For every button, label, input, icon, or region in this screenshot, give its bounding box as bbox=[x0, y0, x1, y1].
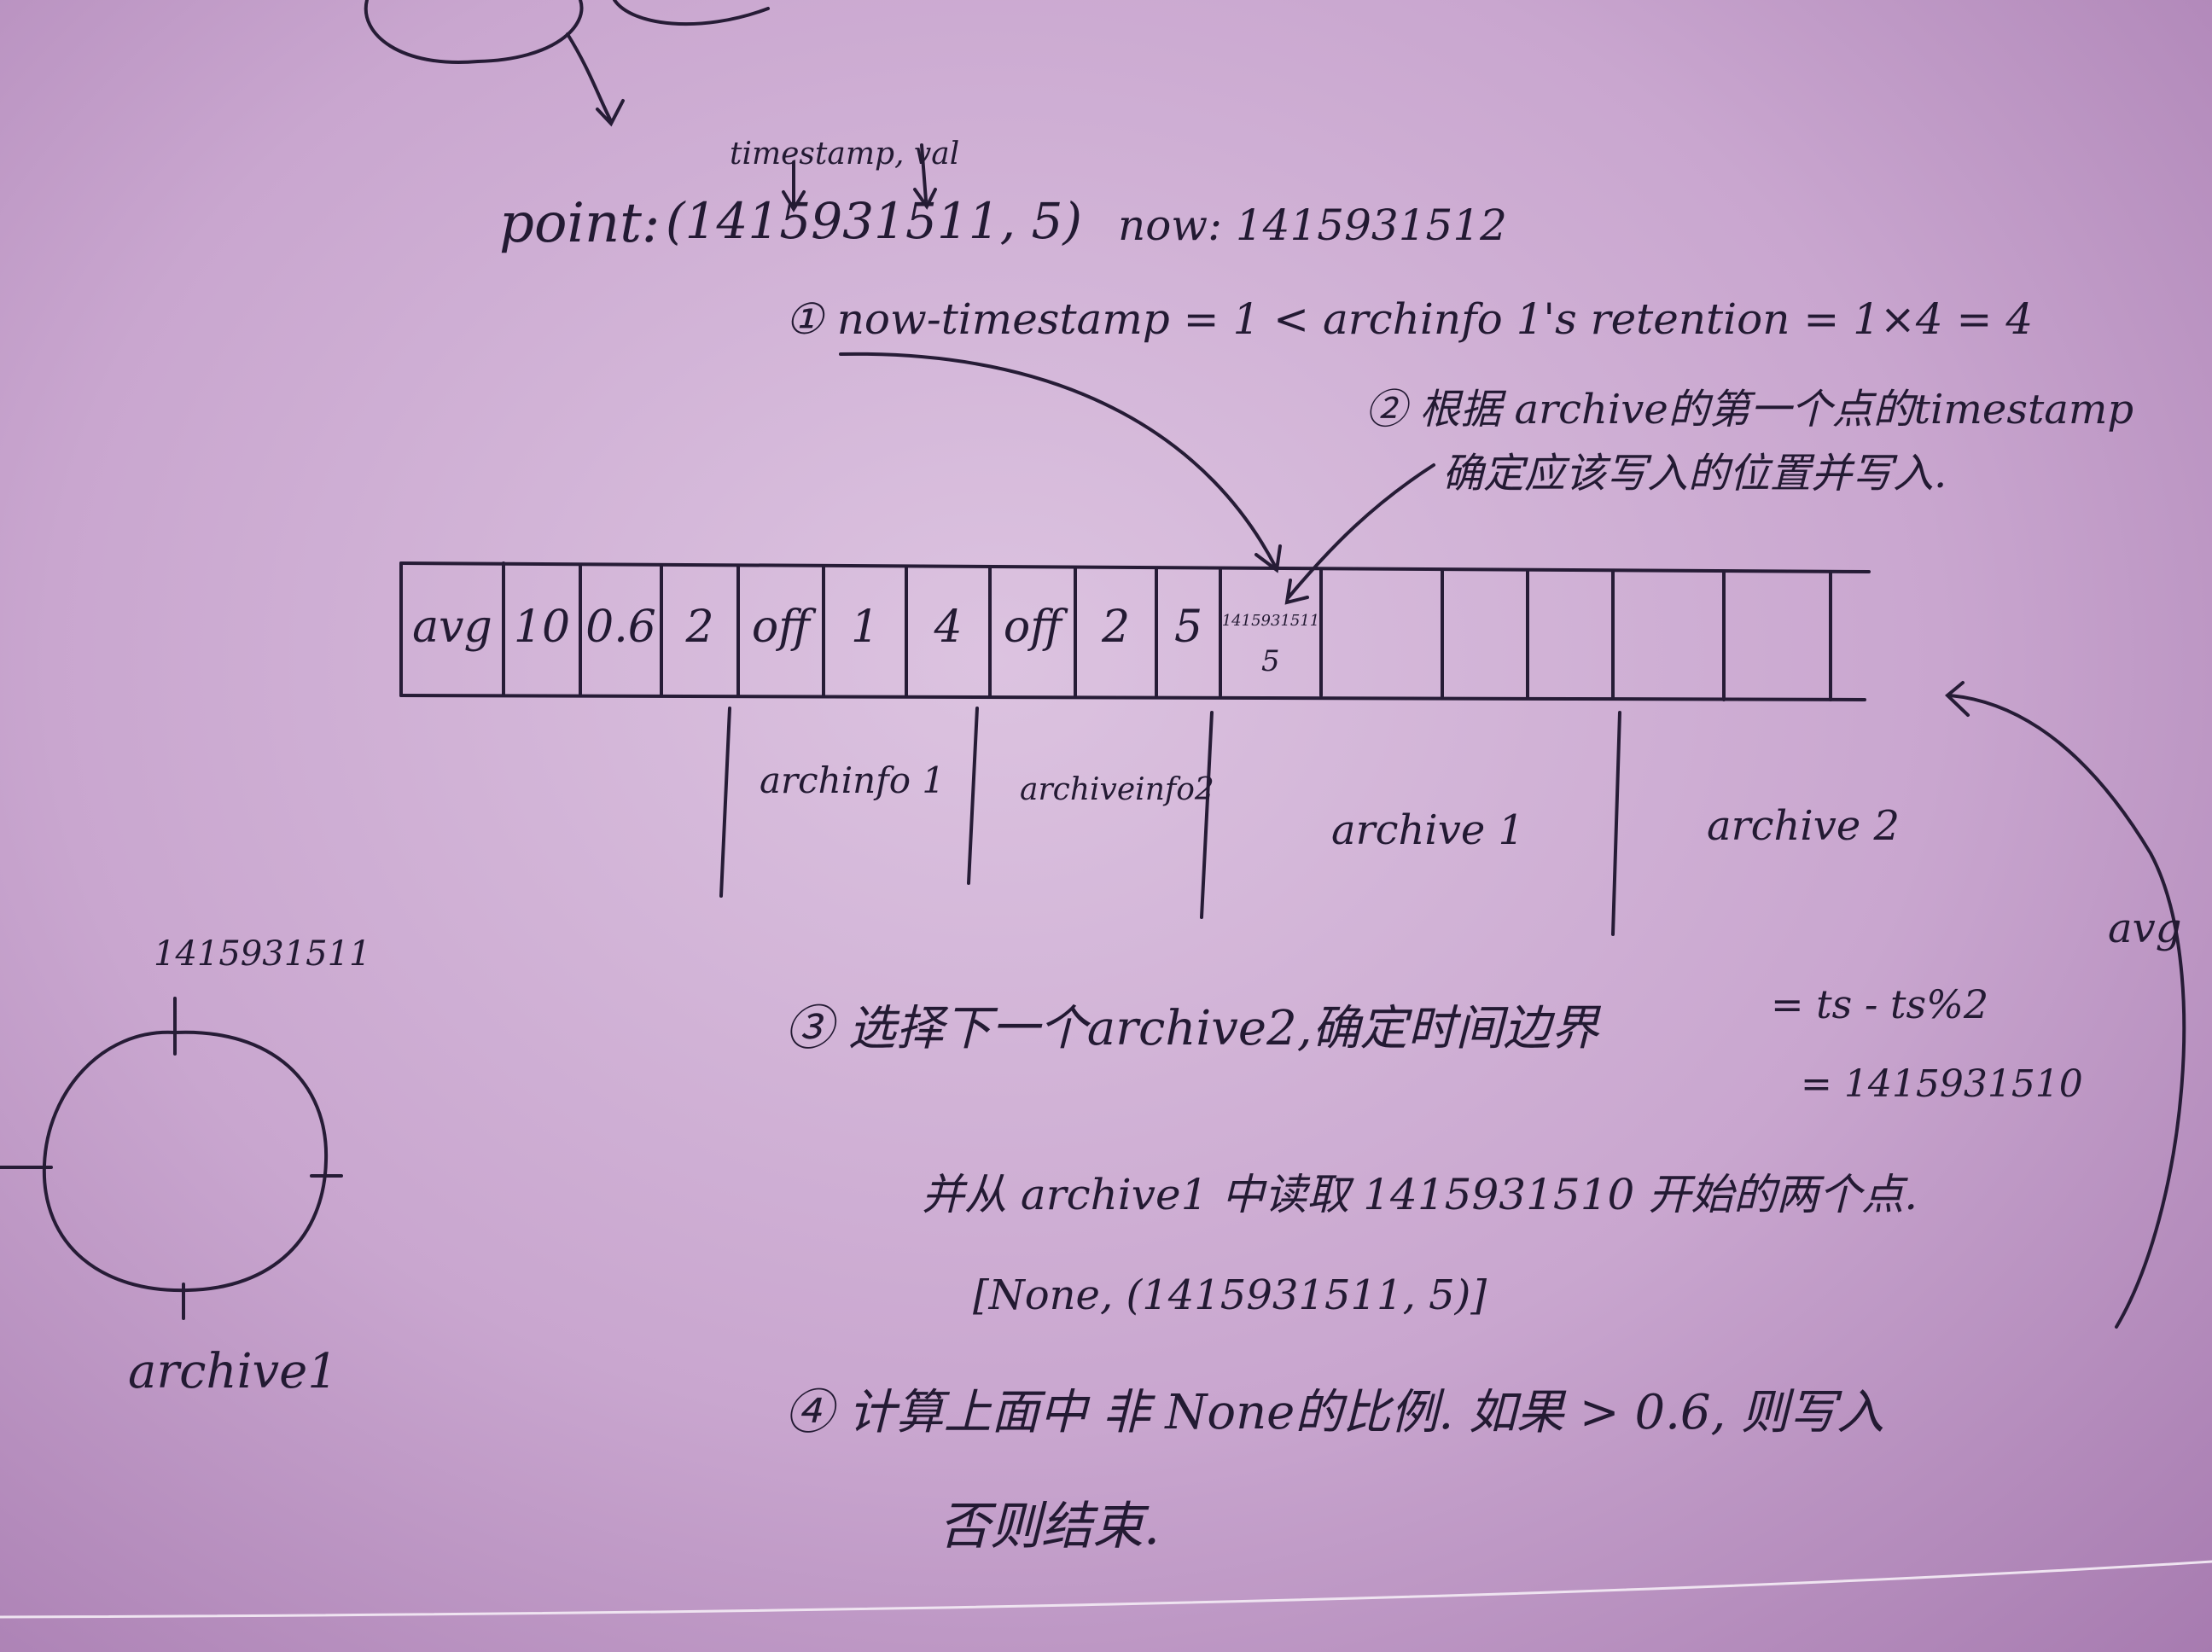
segment-archiveinfo2: archiveinfo2 bbox=[1020, 772, 1214, 807]
array-bottom bbox=[399, 694, 1866, 701]
array-cell-value: 5 bbox=[1261, 644, 1280, 678]
circle-diagram bbox=[42, 1030, 329, 1293]
step3-result: = 1415931510 bbox=[1801, 1062, 2083, 1106]
array-cell: 5 bbox=[1173, 602, 1203, 653]
circle-caption: archive1 bbox=[128, 1344, 338, 1399]
array-cell: 10 bbox=[513, 602, 571, 653]
array-cell-avg: avg bbox=[412, 602, 492, 653]
array-cell: 2 bbox=[1101, 602, 1131, 653]
array-cell: 0.6 bbox=[585, 602, 656, 653]
array-cell: 1 bbox=[850, 602, 880, 653]
step4-line1: ④ 计算上面中 非 None的比例. 如果 > 0.6, 则写入 bbox=[785, 1385, 1885, 1440]
array-cell: off bbox=[751, 602, 811, 653]
point-label: point: bbox=[499, 192, 661, 255]
arrow-down bbox=[566, 32, 625, 127]
step2-line1: ② 根据 archive的第一个点的timestamp bbox=[1365, 386, 2134, 433]
circle-top-label: 1415931511 bbox=[154, 934, 371, 974]
segment-archinfo1: archinfo 1 bbox=[760, 759, 946, 801]
point-value: (1415931511, 5) bbox=[666, 192, 1083, 250]
arrow-val bbox=[913, 143, 937, 210]
array-cell: 4 bbox=[934, 602, 963, 653]
cloud-shape bbox=[364, 0, 584, 64]
step2-line2: 确定应该写入的位置并写入. bbox=[1442, 450, 1947, 497]
cloud-shape bbox=[613, 0, 770, 26]
step1-text: ① now-timestamp = 1 < archinfo 1's reten… bbox=[785, 294, 2034, 344]
array-top bbox=[399, 561, 1871, 573]
array-cell-timestamp: 1415931511 bbox=[1221, 612, 1320, 630]
arrow-avg bbox=[1945, 681, 2186, 1329]
arrow-timestamp bbox=[782, 160, 806, 212]
now-label: now: 1415931512 bbox=[1118, 201, 1507, 250]
arrow-step2 bbox=[1284, 463, 1435, 605]
step4-line2: 否则结束. bbox=[939, 1497, 1161, 1556]
step3-formula: = ts - ts%2 bbox=[1771, 981, 1989, 1027]
arrow-step1 bbox=[839, 352, 1282, 573]
avg-note: avg bbox=[2108, 905, 2182, 952]
array-cell: off bbox=[1003, 602, 1062, 653]
array-cell: 2 bbox=[685, 602, 714, 653]
step3-list: [None, (1415931511, 5)] bbox=[973, 1271, 1487, 1319]
segment-archive1: archive 1 bbox=[1331, 806, 1525, 854]
timestamp-val-note: timestamp, val bbox=[730, 137, 960, 172]
segment-archive2: archive 2 bbox=[1707, 802, 1901, 850]
step3-line2: 并从 archive1 中读取 1415931510 开始的两个点. bbox=[922, 1170, 1918, 1219]
step3-line1: ③ 选择下一个archive2,确定时间边界 bbox=[785, 1001, 1599, 1056]
